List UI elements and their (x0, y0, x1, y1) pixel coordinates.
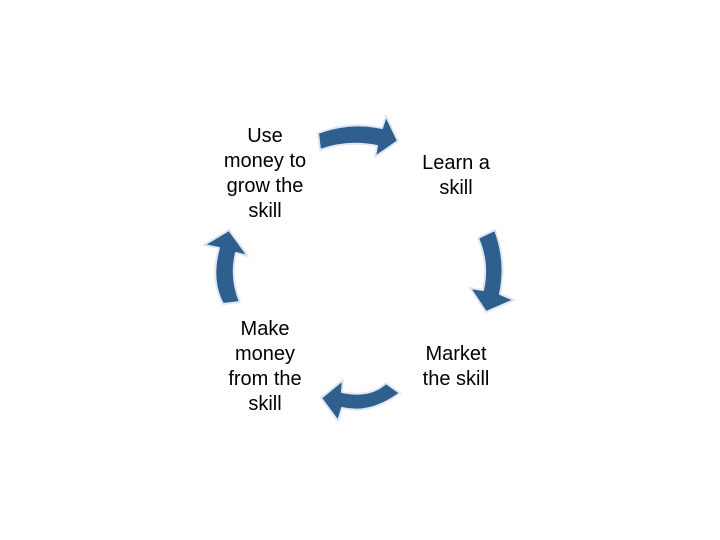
arrow-left (203, 229, 249, 305)
step-market-the-skill: Market the skill (422, 343, 490, 390)
arrow-right (469, 229, 515, 313)
step-make-money: Make money from the skill (228, 318, 302, 415)
step-use-money: Use money to grow the skill (223, 125, 307, 222)
step-learn-a-skill: Learn a skill (422, 152, 490, 199)
arrow-top (317, 115, 399, 158)
arrow-bottom (320, 379, 401, 422)
